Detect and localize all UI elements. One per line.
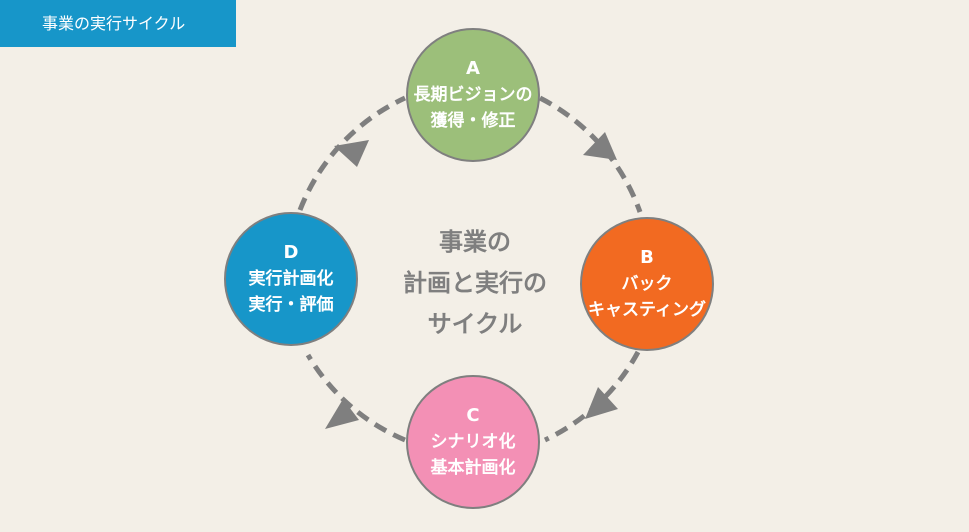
node-a-letter: A bbox=[466, 58, 480, 79]
arrowhead-d-to-a bbox=[334, 140, 369, 167]
node-a: A 長期ビジョンの 獲得・修正 bbox=[406, 28, 540, 162]
arc-a-to-b bbox=[538, 95, 643, 213]
node-d-line1: 実行計画化 bbox=[248, 269, 334, 289]
center-title-line1: 事業の bbox=[439, 228, 511, 256]
node-c-line1: シナリオ化 bbox=[430, 432, 516, 452]
node-c: C シナリオ化 基本計画化 bbox=[406, 375, 540, 509]
arc-c-to-d bbox=[305, 353, 406, 443]
center-title-line2: 計画と実行の bbox=[403, 269, 547, 297]
center-title: 事業の 計画と実行の サイクル bbox=[380, 222, 570, 345]
node-a-line2: 獲得・修正 bbox=[430, 111, 516, 131]
node-c-letter: C bbox=[466, 405, 480, 426]
node-c-line2: 基本計画化 bbox=[430, 458, 516, 478]
arc-b-to-c bbox=[543, 350, 641, 443]
node-b: B バック キャスティング bbox=[580, 217, 714, 351]
arrowhead-a-to-b bbox=[583, 132, 617, 160]
node-b-letter: B bbox=[640, 247, 654, 268]
node-d: D 実行計画化 実行・評価 bbox=[224, 212, 358, 346]
node-b-line1: バック bbox=[621, 274, 673, 294]
node-d-letter: D bbox=[283, 242, 299, 263]
node-a-line1: 長期ビジョンの bbox=[413, 85, 533, 105]
arc-d-to-a bbox=[297, 95, 407, 211]
center-title-line3: サイクル bbox=[427, 310, 523, 338]
page-tag: 事業の実行サイクル bbox=[0, 0, 236, 47]
arrowhead-b-to-c bbox=[585, 387, 618, 419]
node-d-line2: 実行・評価 bbox=[248, 295, 334, 315]
arrowhead-c-to-d bbox=[325, 399, 359, 429]
node-b-line2: キャスティング bbox=[588, 300, 706, 320]
